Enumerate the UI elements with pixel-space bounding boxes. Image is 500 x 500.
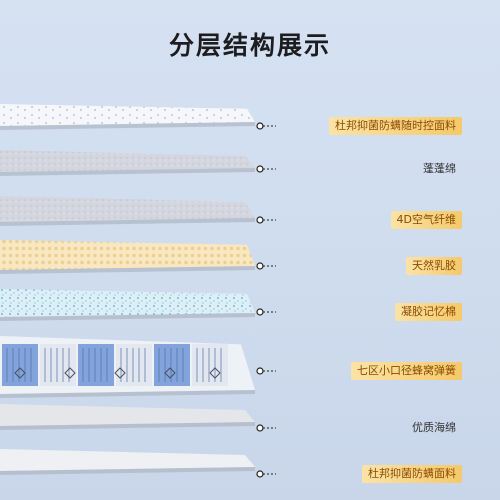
layer-label: 杜邦抑菌防螨随时控面料: [329, 117, 462, 135]
spring-coil: [106, 348, 108, 382]
vent-hole-icon: [164, 367, 176, 379]
connector-dot: [256, 262, 264, 270]
spring-coil: [100, 348, 102, 382]
spring-coil: [170, 348, 172, 382]
spring-coil: [132, 348, 134, 382]
connector-dot: [256, 122, 264, 130]
layer-label: 蓬蓬绵: [423, 162, 456, 175]
spring-zone: [40, 344, 76, 386]
mattress-layer-1: [0, 104, 276, 130]
spring-coil: [164, 348, 166, 382]
spring-coil: [120, 348, 122, 382]
spring-coil: [176, 348, 178, 382]
page-title: 分层结构展示: [168, 31, 331, 60]
layer-surface: [0, 289, 255, 317]
vent-hole-icon: [64, 367, 76, 379]
layer-edge: [0, 266, 255, 274]
spring-coil: [82, 348, 84, 382]
spring-coil: [138, 348, 140, 382]
spring-coil: [158, 348, 160, 382]
layer-label: 杜邦抑菌防螨面料: [362, 465, 462, 483]
spring-zone: [78, 344, 114, 386]
connector-dot: [256, 424, 264, 432]
layer-label: 天然乳胶: [406, 257, 462, 275]
mattress-layer-4: [0, 240, 276, 274]
layer-surface: [0, 404, 255, 426]
spring-coil: [68, 348, 70, 382]
layer-surface: [0, 240, 255, 270]
mattress-layer-7: [0, 404, 276, 432]
spring-coil: [56, 348, 58, 382]
spring-coil: [6, 348, 8, 382]
spring-coil: [24, 348, 26, 382]
vent-hole-icon: [14, 367, 26, 379]
connector-dot: [256, 470, 264, 478]
layer-edge: [0, 313, 255, 321]
layer-label: 凝胶记忆棉: [395, 303, 462, 321]
layer-edge: [0, 467, 255, 475]
spring-zone: [116, 344, 152, 386]
layer-label: 七区小口径蜂窝弹簧: [351, 362, 462, 380]
spring-coil: [88, 348, 90, 382]
connector-dot: [256, 216, 264, 224]
layer-surface: [0, 104, 255, 126]
connector-dot: [256, 165, 264, 173]
connector-dot: [256, 308, 264, 316]
spring-zone: [192, 344, 228, 386]
spring-zone: [154, 344, 190, 386]
spring-coil: [202, 348, 204, 382]
layer-edge: [0, 122, 255, 130]
layer-edge: [0, 168, 255, 176]
layer-surface: [0, 150, 255, 172]
spring-coil: [94, 348, 96, 382]
spring-coil: [126, 348, 128, 382]
layer-surface: [0, 449, 255, 471]
layer-edge: [0, 422, 255, 430]
spring-zone: [2, 344, 38, 386]
vent-hole-icon: [209, 367, 221, 379]
layer-label: 优质海绵: [412, 421, 456, 434]
connector-dot: [256, 367, 264, 375]
spring-coil: [18, 348, 20, 382]
spring-coil: [220, 348, 222, 382]
vent-hole-icon: [114, 367, 126, 379]
spring-coil: [196, 348, 198, 382]
spring-coil: [208, 348, 210, 382]
layer-surface: [0, 196, 255, 222]
mattress-layer-3: [0, 196, 276, 226]
mattress-layer-5: [0, 289, 276, 321]
layer-edge: [0, 390, 255, 398]
mattress-layer-8: [0, 449, 276, 478]
spring-coil: [12, 348, 14, 382]
spring-coil: [62, 348, 64, 382]
spring-coil: [182, 348, 184, 382]
mattress-layer-6: [0, 336, 276, 398]
mattress-layer-2: [0, 150, 276, 176]
spring-coil: [214, 348, 216, 382]
spring-coil: [30, 348, 32, 382]
spring-coil: [44, 348, 46, 382]
spring-coil: [144, 348, 146, 382]
layer-edge: [0, 218, 255, 226]
spring-coil: [50, 348, 52, 382]
layer-label: 4D空气纤维: [390, 211, 462, 229]
